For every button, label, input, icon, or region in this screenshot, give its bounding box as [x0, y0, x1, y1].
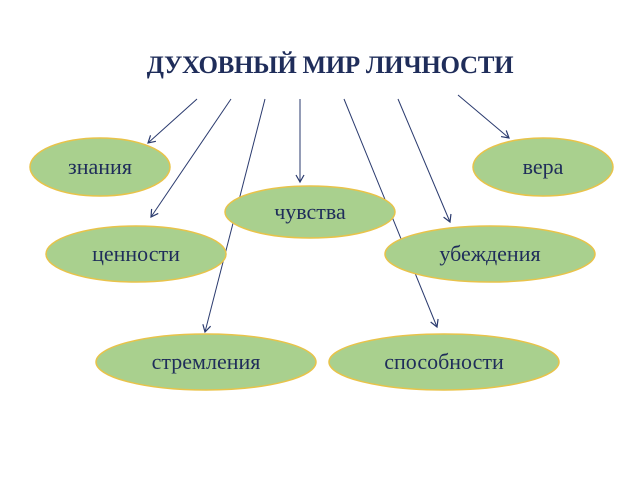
node-shape-tsennosti: [45, 225, 227, 283]
node-znaniya: знания: [68, 154, 132, 179]
node-shape-znaniya: [29, 137, 171, 197]
arrow-to-znaniya: [147, 98, 198, 144]
arrow-to-ubezhdeniya: [397, 98, 452, 224]
node-shape-stremleniya: [95, 333, 317, 391]
node-shape-sposobnosti: [328, 333, 560, 391]
diagram-title: ДУХОВНЫЙ МИР ЛИЧНОСТИ: [146, 52, 514, 79]
node-chuvstva: чувства: [274, 199, 346, 224]
node-shape-chuvstva: [224, 185, 396, 239]
node-ubezhdeniya: убеждения: [439, 241, 541, 266]
node-tsennosti: ценности: [92, 241, 180, 266]
node-shape-ubezhdeniya: [384, 225, 596, 283]
node-sposobnosti: способности: [384, 349, 504, 374]
arrow-to-vera: [457, 94, 510, 139]
arrow-to-tsennosti: [150, 98, 232, 219]
node-vera: вера: [522, 154, 564, 179]
node-stremleniya: стремления: [151, 349, 261, 374]
node-shape-vera: [472, 137, 614, 197]
